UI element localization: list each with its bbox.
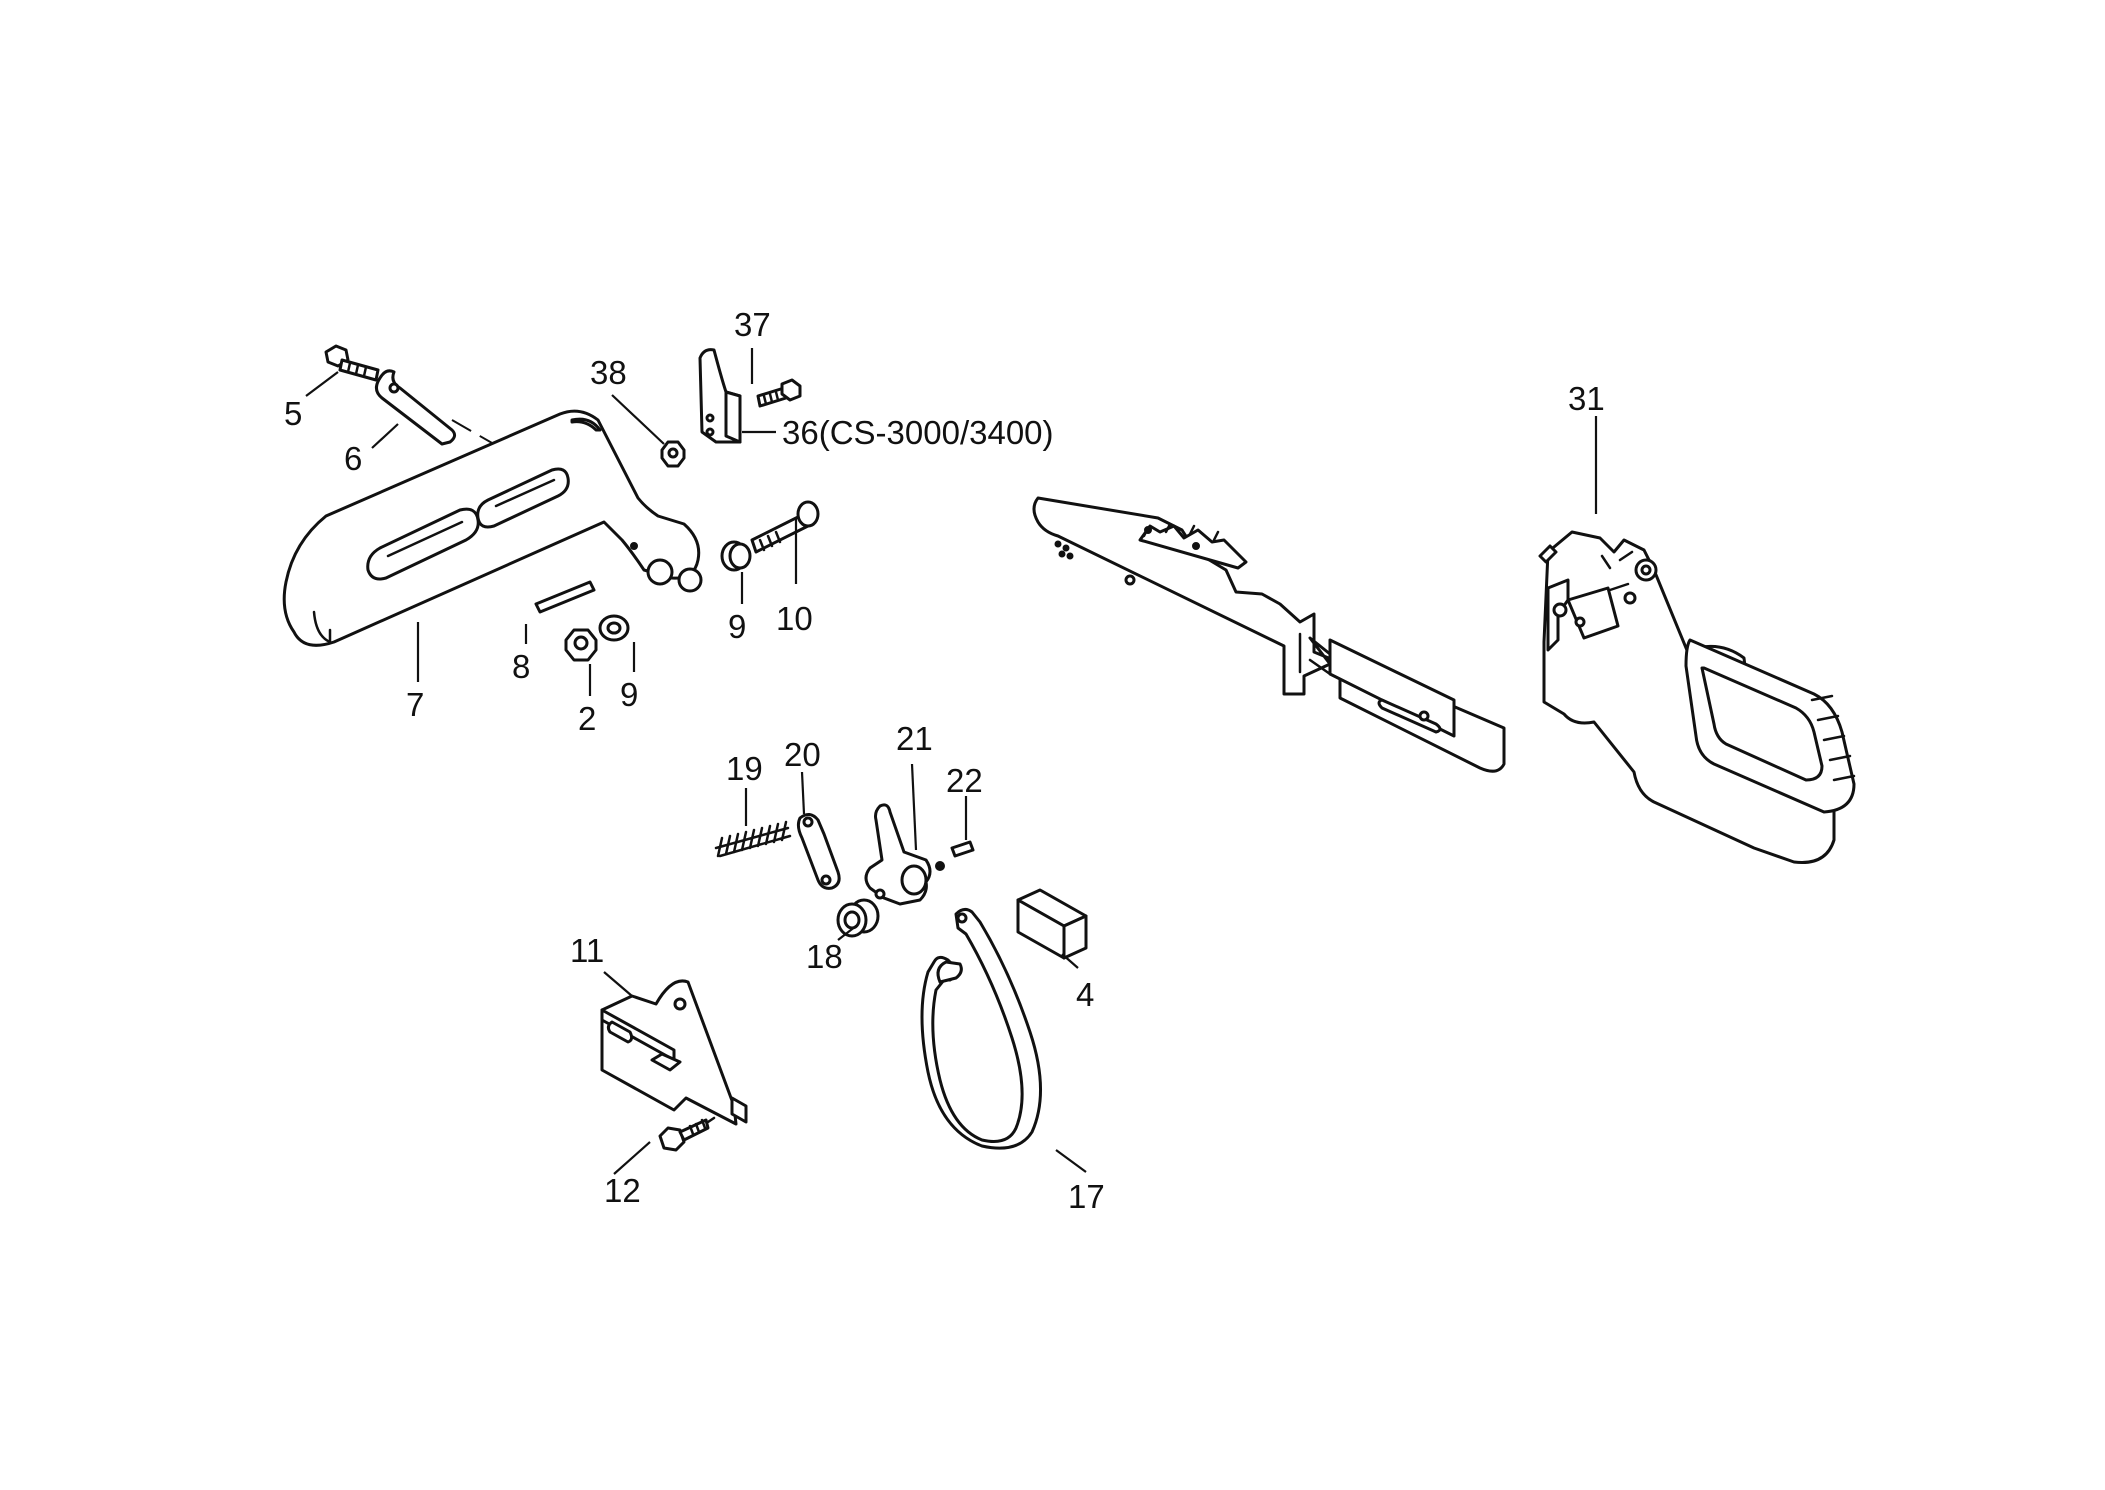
label-part-22: 22 xyxy=(946,762,983,799)
brake-lever-part-21 xyxy=(864,803,945,906)
washer-part-9-lower xyxy=(598,614,630,642)
lever-part-20 xyxy=(796,813,841,890)
label-part-11: 11 xyxy=(570,932,604,969)
brake-band-part-17 xyxy=(920,907,1043,1150)
guide-bar-and-chain xyxy=(1032,496,1506,773)
screw-part-12 xyxy=(658,1116,716,1152)
label-part-18: 18 xyxy=(806,938,843,975)
label-part-19: 19 xyxy=(726,750,763,787)
collar-part-18 xyxy=(836,898,880,938)
small-pin-part-22 xyxy=(950,840,975,858)
label-part-7: 7 xyxy=(406,686,424,723)
label-part-4: 4 xyxy=(1076,976,1094,1013)
block-part-4 xyxy=(1016,888,1088,960)
handle-housing-part-31 xyxy=(1538,530,1856,865)
label-part-9-upper: 9 xyxy=(728,608,746,645)
hook-plate-part-6 xyxy=(375,369,457,446)
label-part-20: 20 xyxy=(784,736,821,773)
part-labels: 5 6 7 8 2 9 9 10 38 37 36(CS-3000/3400) … xyxy=(284,306,1605,1215)
label-part-21: 21 xyxy=(896,720,933,757)
label-part-2: 2 xyxy=(578,700,596,737)
label-part-38: 38 xyxy=(590,354,627,391)
label-part-31: 31 xyxy=(1568,380,1605,417)
small-nut-part-38 xyxy=(660,440,686,468)
label-part-17: 17 xyxy=(1068,1178,1105,1215)
label-part-12: 12 xyxy=(604,1172,641,1209)
bracket-part-11 xyxy=(600,979,748,1126)
label-part-9-lower: 9 xyxy=(620,676,638,713)
bolt-part-10 xyxy=(750,500,820,554)
pin-part-8 xyxy=(534,580,596,614)
nut-part-2 xyxy=(564,628,598,662)
label-part-36: 36(CS-3000/3400) xyxy=(782,414,1054,451)
bolt-part-37 xyxy=(756,378,802,408)
label-part-8: 8 xyxy=(512,648,530,685)
plate-part-36 xyxy=(698,348,742,444)
label-part-5: 5 xyxy=(284,395,302,432)
collar-washer-part-9-upper xyxy=(720,540,752,572)
label-part-6: 6 xyxy=(344,440,362,477)
bolt-part-5 xyxy=(324,344,380,382)
leader-lines xyxy=(305,348,1598,1175)
side-cover-part-7 xyxy=(282,409,703,647)
label-part-37: 37 xyxy=(734,306,771,343)
label-part-10: 10 xyxy=(776,600,813,637)
spring-part-19 xyxy=(714,820,792,858)
